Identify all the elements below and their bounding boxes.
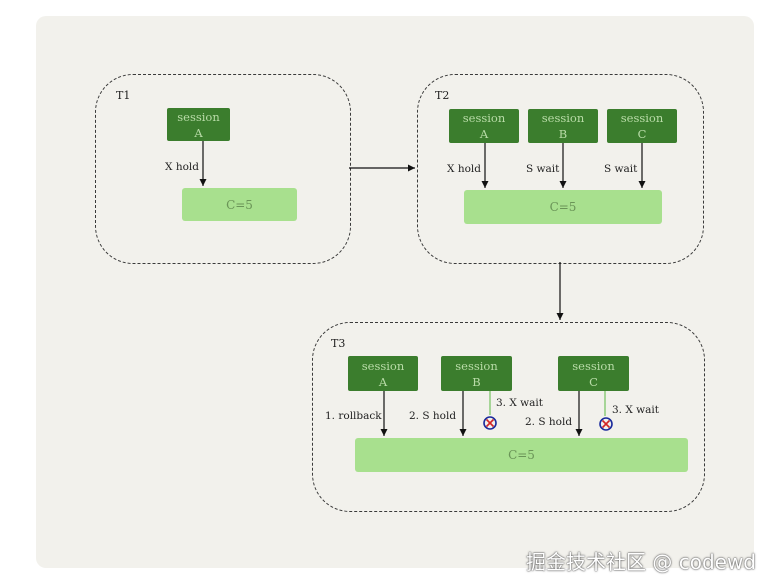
t3-edge-label-c-hold: 2. S hold xyxy=(525,416,573,428)
t2-session-c: session C xyxy=(607,109,677,143)
t3-edge-label-c-wait: 3. X wait xyxy=(612,404,659,416)
session-id: A xyxy=(194,125,203,140)
t1-edge-label-a: X hold xyxy=(165,161,199,173)
blocked-x-icon xyxy=(483,416,497,430)
session-label: session xyxy=(572,358,615,373)
t3-session-a: session A xyxy=(348,356,418,391)
t1-session-a: session A xyxy=(167,108,230,141)
t2-row-c5: C=5 xyxy=(464,190,662,224)
session-label: session xyxy=(462,111,506,125)
t2-session-a: session A xyxy=(449,109,519,143)
t3-edge-label-b-hold: 2. S hold xyxy=(409,410,457,422)
blocked-x-icon xyxy=(599,417,613,431)
session-label: session xyxy=(361,358,405,373)
group-t3-label: T3 xyxy=(331,337,346,350)
session-id: A xyxy=(479,127,489,141)
session-label: session xyxy=(177,109,220,124)
t3-edge-label-a: 1. rollback xyxy=(325,410,382,422)
session-id: C xyxy=(637,127,647,141)
t3-session-b: session B xyxy=(441,356,512,391)
session-id: B xyxy=(472,374,481,389)
diagram-canvas xyxy=(36,16,754,568)
t2-edge-label-b: S wait xyxy=(526,163,560,175)
session-label: session xyxy=(620,111,664,125)
t3-session-c: session C xyxy=(558,356,629,391)
t3-row-c5: C=5 xyxy=(355,438,688,472)
t2-edge-label-c: S wait xyxy=(604,163,638,175)
group-t1 xyxy=(95,74,351,264)
session-id: A xyxy=(378,374,388,389)
group-t2-label: T2 xyxy=(435,89,450,102)
t2-edge-label-a: X hold xyxy=(447,163,481,175)
session-id: B xyxy=(558,127,568,141)
session-label: session xyxy=(455,358,498,373)
group-t3 xyxy=(312,322,705,512)
t2-session-b: session B xyxy=(528,109,598,143)
t3-edge-label-b-wait: 3. X wait xyxy=(496,397,543,409)
watermark: 掘金技术社区 @ codewd xyxy=(526,550,756,574)
t1-row-c5: C=5 xyxy=(182,188,297,221)
session-label: session xyxy=(541,111,585,125)
group-t1-label: T1 xyxy=(116,89,131,102)
session-id: C xyxy=(589,374,598,389)
